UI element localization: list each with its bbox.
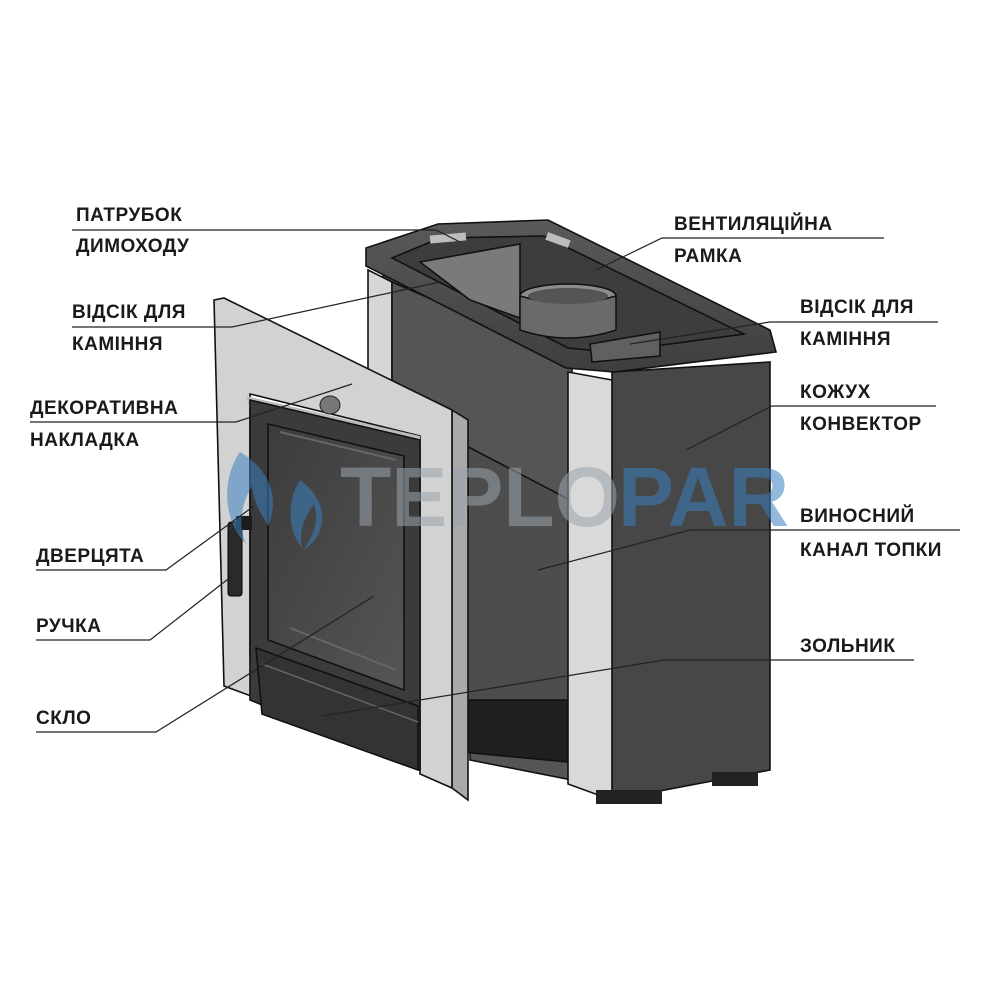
label-chimney-pipe-line1: ПАТРУБОК (76, 205, 182, 226)
label-vent-frame-line1: ВЕНТИЛЯЦІЙНА (674, 213, 833, 235)
stone-compartment-right (589, 331, 661, 363)
leader-stone-compartment-right (629, 321, 938, 345)
leader-ash-pan (321, 659, 914, 717)
label-firebox-channel-line1: ВИНОСНИЙ (800, 505, 915, 527)
label-decorative-trim-line1: ДЕКОРАТИВНА (30, 398, 178, 419)
watermark-flame-icon (290, 480, 323, 550)
label-stone-compartment-right-line2: КАМІННЯ (800, 329, 891, 350)
label-glass: СКЛО (36, 708, 91, 729)
chimney-pipe-inner (528, 288, 608, 304)
label-convector-casing-line1: КОЖУХ (800, 382, 871, 403)
leader-glass (36, 595, 375, 733)
casing-front-trim (567, 371, 613, 802)
label-vent-frame-line2: РАМКА (674, 246, 742, 267)
label-stone-compartment-right-line1: ВІДСІК ДЛЯ (800, 297, 914, 318)
ash-pan-opening (461, 699, 569, 763)
label-handle: РУЧКА (36, 616, 101, 637)
label-ash-pan: ЗОЛЬНИК (800, 636, 895, 657)
casing-front-face (611, 361, 771, 801)
leader-vent-frame (595, 237, 884, 271)
label-convector-casing-line2: КОНВЕКТОР (800, 414, 922, 435)
watermark: TEPLO PAR (227, 450, 789, 550)
trim-hole (319, 395, 341, 415)
leader-door (36, 505, 255, 571)
label-door: ДВЕРЦЯТА (36, 546, 144, 567)
leader-handle (36, 575, 233, 641)
glass-reflection (279, 431, 397, 461)
leader-stone-compartment-left (72, 281, 441, 328)
label-firebox-channel-line2: КАНАЛ ТОПКИ (800, 540, 942, 561)
leader-firebox-channel (537, 529, 960, 571)
stove-illustration (213, 219, 778, 804)
leader-decorative-trim (30, 383, 353, 423)
ash-pan-door-edge (261, 663, 419, 723)
watermark-text-par: PAR (618, 450, 789, 544)
leader-chimney-pipe (72, 229, 461, 243)
glass-reflection (289, 627, 397, 671)
label-stone-compartment-left-line1: ВІДСІК ДЛЯ (72, 302, 186, 323)
label-decorative-trim-line2: НАКЛАДКА (30, 430, 140, 451)
vent-slot (545, 232, 571, 248)
stove-foot-front (596, 790, 662, 804)
watermark-flame-icon (227, 452, 273, 544)
ash-pan-door (255, 646, 419, 772)
watermark-text-teplo: TEPLO (340, 450, 620, 544)
leader-convector-casing (685, 405, 936, 451)
label-stone-compartment-left-line2: КАМІННЯ (72, 334, 163, 355)
labels: ПАТРУБОК ДИМОХОДУ ВІДСІК ДЛЯ КАМІННЯ ДЕК… (30, 205, 942, 729)
leader-lines (30, 229, 960, 733)
stove-foot-right (712, 772, 758, 786)
label-chimney-pipe-line2: ДИМОХОДУ (76, 236, 189, 257)
